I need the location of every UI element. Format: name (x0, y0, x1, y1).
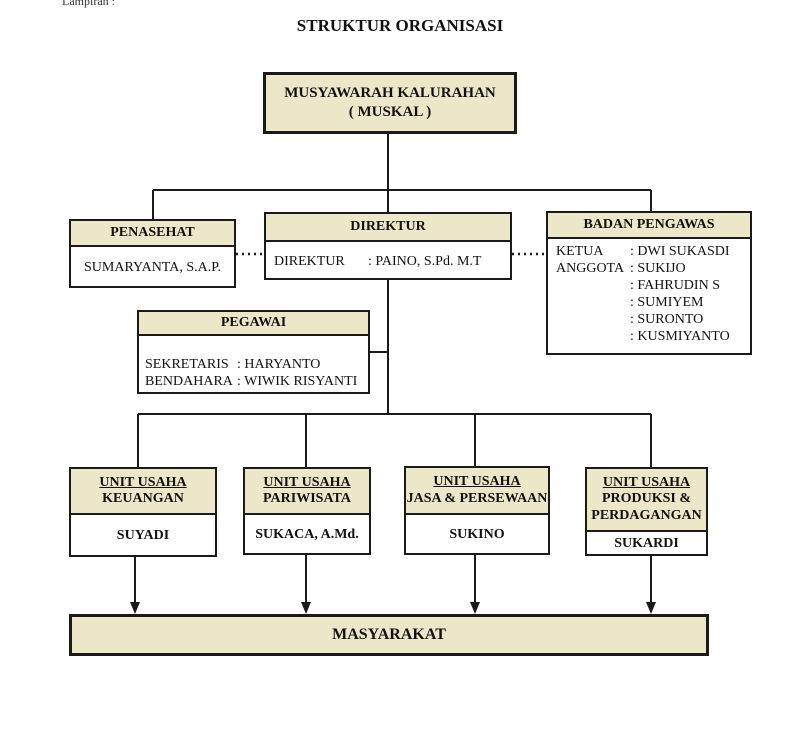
pegawai-name: : WIWIK RISYANTI (237, 374, 358, 389)
unit-usaha-header: UNIT USAHA PRODUKSI & PERDAGANGAN (587, 469, 706, 532)
unit-usaha-produksi-box: UNIT USAHA PRODUKSI & PERDAGANGAN SUKARD… (585, 467, 708, 556)
penasehat-header: PENASEHAT (71, 221, 234, 247)
unit-usaha-header: UNIT USAHA PARIWISATA (245, 469, 369, 515)
pegawai-row: SEKRETARIS : HARYANTO (145, 356, 368, 373)
unit-usaha-pariwisata-box: UNIT USAHA PARIWISATA SUKACA, A.Md. (243, 467, 371, 555)
pengawas-role: KETUA (556, 244, 604, 259)
direktur-box: DIREKTUR DIREKTUR : PAINO, S.Pd. M.T (264, 212, 512, 280)
pegawai-header: PEGAWAI (139, 312, 368, 336)
pengawas-role: ANGGOTA (556, 261, 625, 276)
pengawas-name: : SUMIYEM (630, 295, 704, 310)
unit-usaha-type-2: PERDAGANGAN (591, 507, 702, 523)
pegawai-role: SEKRETARIS (145, 357, 229, 372)
unit-usaha-name: SUKINO (449, 527, 505, 542)
pengawas-role (556, 328, 630, 345)
masyarakat-box: MASYARAKAT (69, 614, 709, 656)
pengawas-role (556, 311, 630, 328)
pengawas-role (556, 294, 630, 311)
direktur-header: DIREKTUR (266, 214, 510, 242)
pegawai-row: BENDAHARA : WIWIK RISYANTI (145, 373, 368, 390)
arrowhead-2 (301, 602, 311, 614)
unit-usaha-keuangan-box: UNIT USAHA KEUANGAN SUYADI (69, 467, 217, 557)
penasehat-name: SUMARYANTA, S.A.P. (84, 259, 221, 275)
pengawas-row: : KUSMIYANTO (556, 328, 750, 345)
direktur-role: DIREKTUR (274, 253, 345, 269)
unit-usaha-label: UNIT USAHA (263, 474, 351, 490)
page-title: STRUKTUR ORGANISASI (296, 16, 504, 35)
pengawas-name: : KUSMIYANTO (630, 329, 730, 344)
direktur-row: DIREKTUR : PAINO, S.Pd. M.T (266, 242, 510, 280)
arrowhead-3 (470, 602, 480, 614)
top-note: Lampiran : (62, 0, 115, 8)
pengawas-row: KETUA : DWI SUKASDI (556, 243, 750, 260)
unit-usaha-type: JASA & PERSEWAAN (406, 490, 548, 506)
muskal-title: MUSYAWARAH KALURAHAN (284, 84, 496, 101)
arrowhead-4 (646, 602, 656, 614)
pengawas-row: : SURONTO (556, 311, 750, 328)
muskal-abbr: ( MUSKAL ) (348, 104, 432, 120)
pegawai-role: BENDAHARA (145, 374, 233, 389)
unit-usaha-name: SUKARDI (614, 536, 679, 551)
pengawas-name: : DWI SUKASDI (630, 244, 730, 259)
unit-usaha-label: UNIT USAHA (99, 474, 187, 490)
badan-pengawas-header: BADAN PENGAWAS (548, 213, 750, 239)
pengawas-row: ANGGOTA : SUKIJO (556, 260, 750, 277)
unit-usaha-type: KEUANGAN (102, 491, 184, 506)
pengawas-name: : FAHRUDIN S (630, 278, 720, 293)
unit-usaha-name: SUYADI (116, 528, 170, 543)
unit-usaha-type: PRODUKSI & (601, 491, 692, 507)
muskal-box: MUSYAWARAH KALURAHAN ( MUSKAL ) (263, 72, 517, 134)
unit-usaha-header: UNIT USAHA KEUANGAN (71, 469, 215, 515)
unit-usaha-label: UNIT USAHA (433, 474, 521, 490)
penasehat-box: PENASEHAT SUMARYANTA, S.A.P. (69, 219, 236, 288)
unit-usaha-name: SUKACA, A.Md. (255, 527, 359, 542)
unit-usaha-type: PARIWISATA (263, 491, 351, 506)
unit-usaha-header: UNIT USAHA JASA & PERSEWAAN (406, 468, 548, 515)
pengawas-row: : FAHRUDIN S (556, 277, 750, 294)
unit-usaha-label: UNIT USAHA (602, 475, 691, 491)
pegawai-name: : HARYANTO (237, 357, 321, 372)
pegawai-list: SEKRETARIS : HARYANTO BENDAHARA : WIWIK … (139, 336, 368, 390)
unit-usaha-jasa-box: UNIT USAHA JASA & PERSEWAAN SUKINO (404, 466, 550, 555)
pengawas-row: : SUMIYEM (556, 294, 750, 311)
pengawas-role (556, 277, 630, 294)
pengawas-name: : SUKIJO (630, 261, 686, 276)
pegawai-box: PEGAWAI SEKRETARIS : HARYANTO BENDAHARA … (137, 310, 370, 394)
badan-pengawas-box: BADAN PENGAWAS KETUA : DWI SUKASDI ANGGO… (546, 211, 752, 355)
pengawas-name: : SURONTO (630, 312, 704, 327)
direktur-name: : PAINO, S.Pd. M.T (368, 253, 482, 269)
arrowhead-1 (130, 602, 140, 614)
badan-pengawas-list: KETUA : DWI SUKASDI ANGGOTA : SUKIJO : F… (548, 239, 750, 345)
